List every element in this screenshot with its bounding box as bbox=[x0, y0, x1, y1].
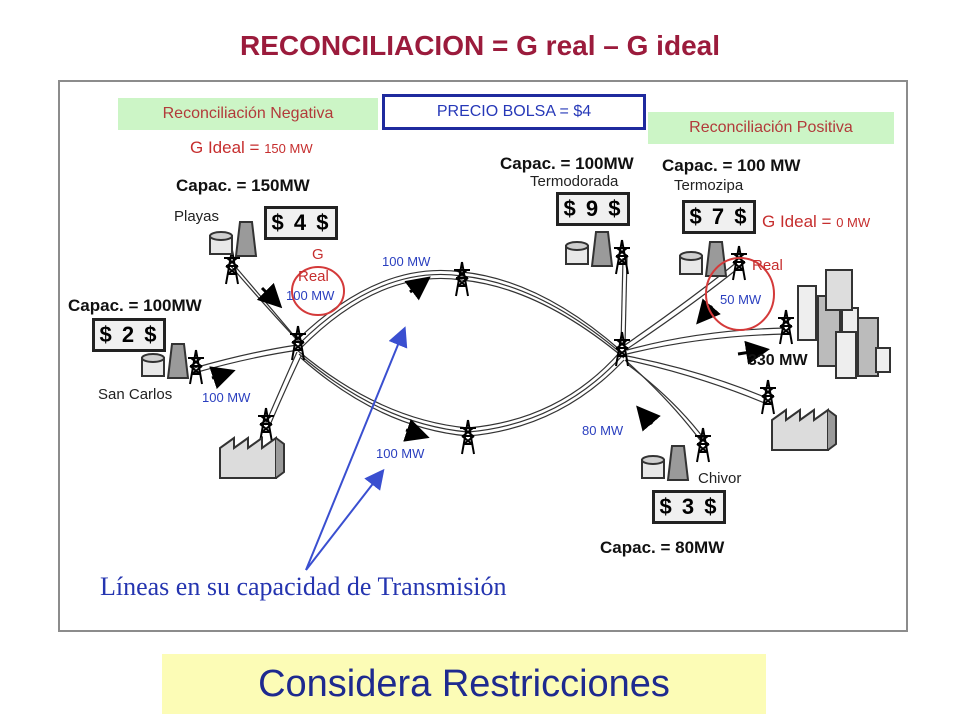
reconciliacion-negativa-label: Reconciliación Negativa bbox=[118, 98, 378, 130]
factory-icon bbox=[219, 409, 837, 479]
g-ideal-left-label: G Ideal = bbox=[190, 138, 265, 157]
flow-label-san-carlos: 100 MW bbox=[202, 390, 251, 405]
g-ideal-right-value: 0 MW bbox=[836, 215, 871, 230]
g-ideal-left-value: 150 MW bbox=[264, 141, 313, 156]
playas-name: Playas bbox=[174, 208, 220, 225]
pointer-arrow-icon bbox=[305, 326, 408, 571]
g-real-left-real: Real bbox=[298, 268, 329, 285]
chivor-capacity: Capac. = 80MW bbox=[600, 538, 725, 557]
precio-bolsa-box: PRECIO BOLSA = $4 bbox=[382, 94, 646, 130]
load-value: 330 bbox=[748, 352, 775, 369]
termozipa-name: Termozipa bbox=[674, 177, 744, 194]
considera-restricciones-banner: Considera Restricciones bbox=[162, 654, 766, 714]
flow-label-termozipa: 50 MW bbox=[720, 292, 762, 307]
reconciliacion-positiva-label: Reconciliación Positiva bbox=[648, 112, 894, 144]
g-real-right-real: Real bbox=[752, 257, 783, 274]
playas-price: $ 4 $ bbox=[264, 206, 338, 240]
city-icon bbox=[797, 269, 891, 379]
san-carlos-price: $ 2 $ bbox=[92, 318, 166, 352]
g-real-right-highlight bbox=[705, 257, 775, 331]
g-real-left-g: G bbox=[312, 246, 324, 263]
chivor-name: Chivor bbox=[698, 470, 742, 487]
transmission-lines bbox=[193, 257, 786, 441]
termodorada-price: $ 9 $ bbox=[556, 192, 630, 226]
playas-capacity: Capac. = 150MW bbox=[176, 176, 310, 195]
san-carlos-name: San Carlos bbox=[98, 386, 173, 403]
page-title: RECONCILIACION = G real – G ideal bbox=[239, 30, 720, 61]
termodorada-capacity: Capac. = 100MW bbox=[500, 154, 634, 173]
g-real-left-highlight bbox=[291, 266, 345, 316]
chivor-price: $ 3 $ bbox=[652, 490, 726, 524]
san-carlos-capacity: Capac. = 100MW bbox=[68, 296, 202, 315]
termozipa-price: $ 7 $ bbox=[682, 200, 756, 234]
flow-label-bottom-line: 100 MW bbox=[376, 446, 425, 461]
lineas-capacidad-label: Líneas en su capacidad de Transmisión bbox=[100, 572, 507, 601]
termozipa-capacity: Capac. = 100 MW bbox=[662, 156, 801, 175]
flow-arrow-icon bbox=[209, 276, 770, 442]
g-ideal-left: G Ideal = 150 MW bbox=[190, 138, 313, 158]
diagram-frame bbox=[58, 80, 908, 632]
termodorada-name: Termodorada bbox=[530, 173, 619, 190]
g-ideal-right-label: G Ideal = bbox=[762, 212, 837, 231]
load-unit: MW bbox=[779, 352, 808, 369]
g-ideal-right: G Ideal = 0 MW bbox=[762, 212, 870, 232]
flow-label-playas: 100 MW bbox=[286, 288, 335, 303]
load-label: 330 MW bbox=[748, 352, 808, 370]
flow-label-top-line: 100 MW bbox=[382, 254, 431, 269]
flow-label-chivor: 80 MW bbox=[582, 423, 624, 438]
